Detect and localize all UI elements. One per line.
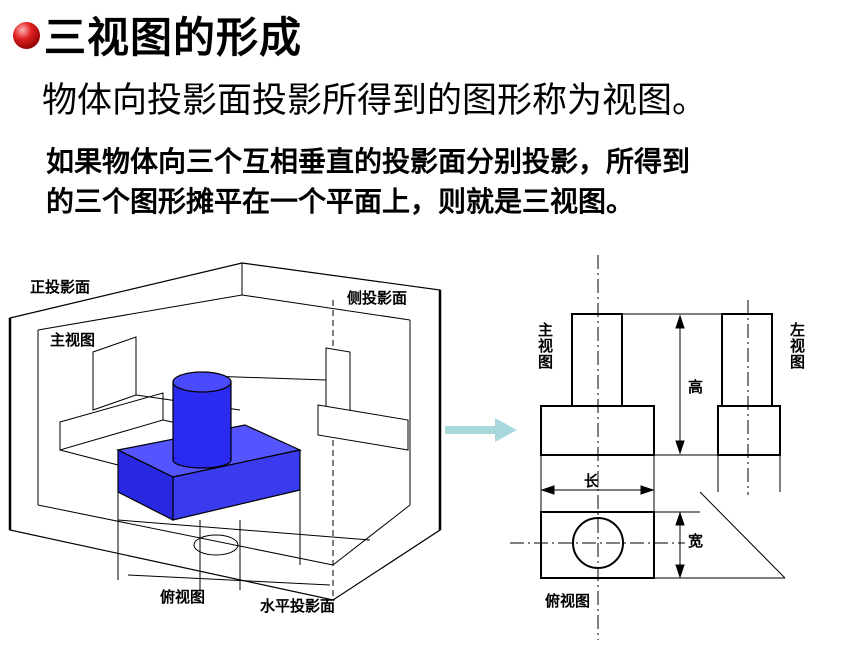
width-dimension [675,511,685,579]
side-plane-label: 侧投影面 [347,289,408,307]
front-view-drawing [540,313,655,456]
front-plane-label: 正投影面 [30,278,91,296]
cylinder-top [172,371,232,393]
top-view-drawing [540,511,655,579]
length-dimension [540,485,655,495]
right-arrow-icon [445,418,517,442]
page-title: 三视图的形成 [44,13,303,62]
top-view-label: 俯视图 [160,588,206,606]
explanation-line-1: 如果物体向三个互相垂直的投影面分别投影，所得到 [46,145,691,178]
ortho-left-view-label: 左视图 [788,322,806,370]
orthographic-views [510,255,786,640]
explanation-paragraph: 如果物体向三个互相垂直的投影面分别投影，所得到 的三个图形摊平在一个平面上，则就… [46,142,690,222]
front-view-label: 主视图 [50,331,96,349]
height-dimension [675,314,685,455]
explanation-line-2: 的三个图形摊平在一个平面上，则就是三视图。 [46,185,635,218]
top-view-ellipse [193,534,239,556]
height-label: 高 [688,378,704,396]
width-label: 宽 [688,532,704,550]
side-view-panel [325,347,351,416]
ortho-front-view-label: 主视图 [536,322,554,370]
horizontal-plane-label: 水平投影面 [260,597,336,615]
blue-solid-object [116,371,302,521]
definition-text: 物体向投影面投影所得到的图形称为视图。 [42,81,708,121]
length-label: 长 [584,472,600,490]
front-view-panel [92,336,137,411]
bullet-icon [13,22,40,49]
left-view-drawing [717,313,781,456]
ortho-top-view-label: 俯视图 [545,592,591,610]
